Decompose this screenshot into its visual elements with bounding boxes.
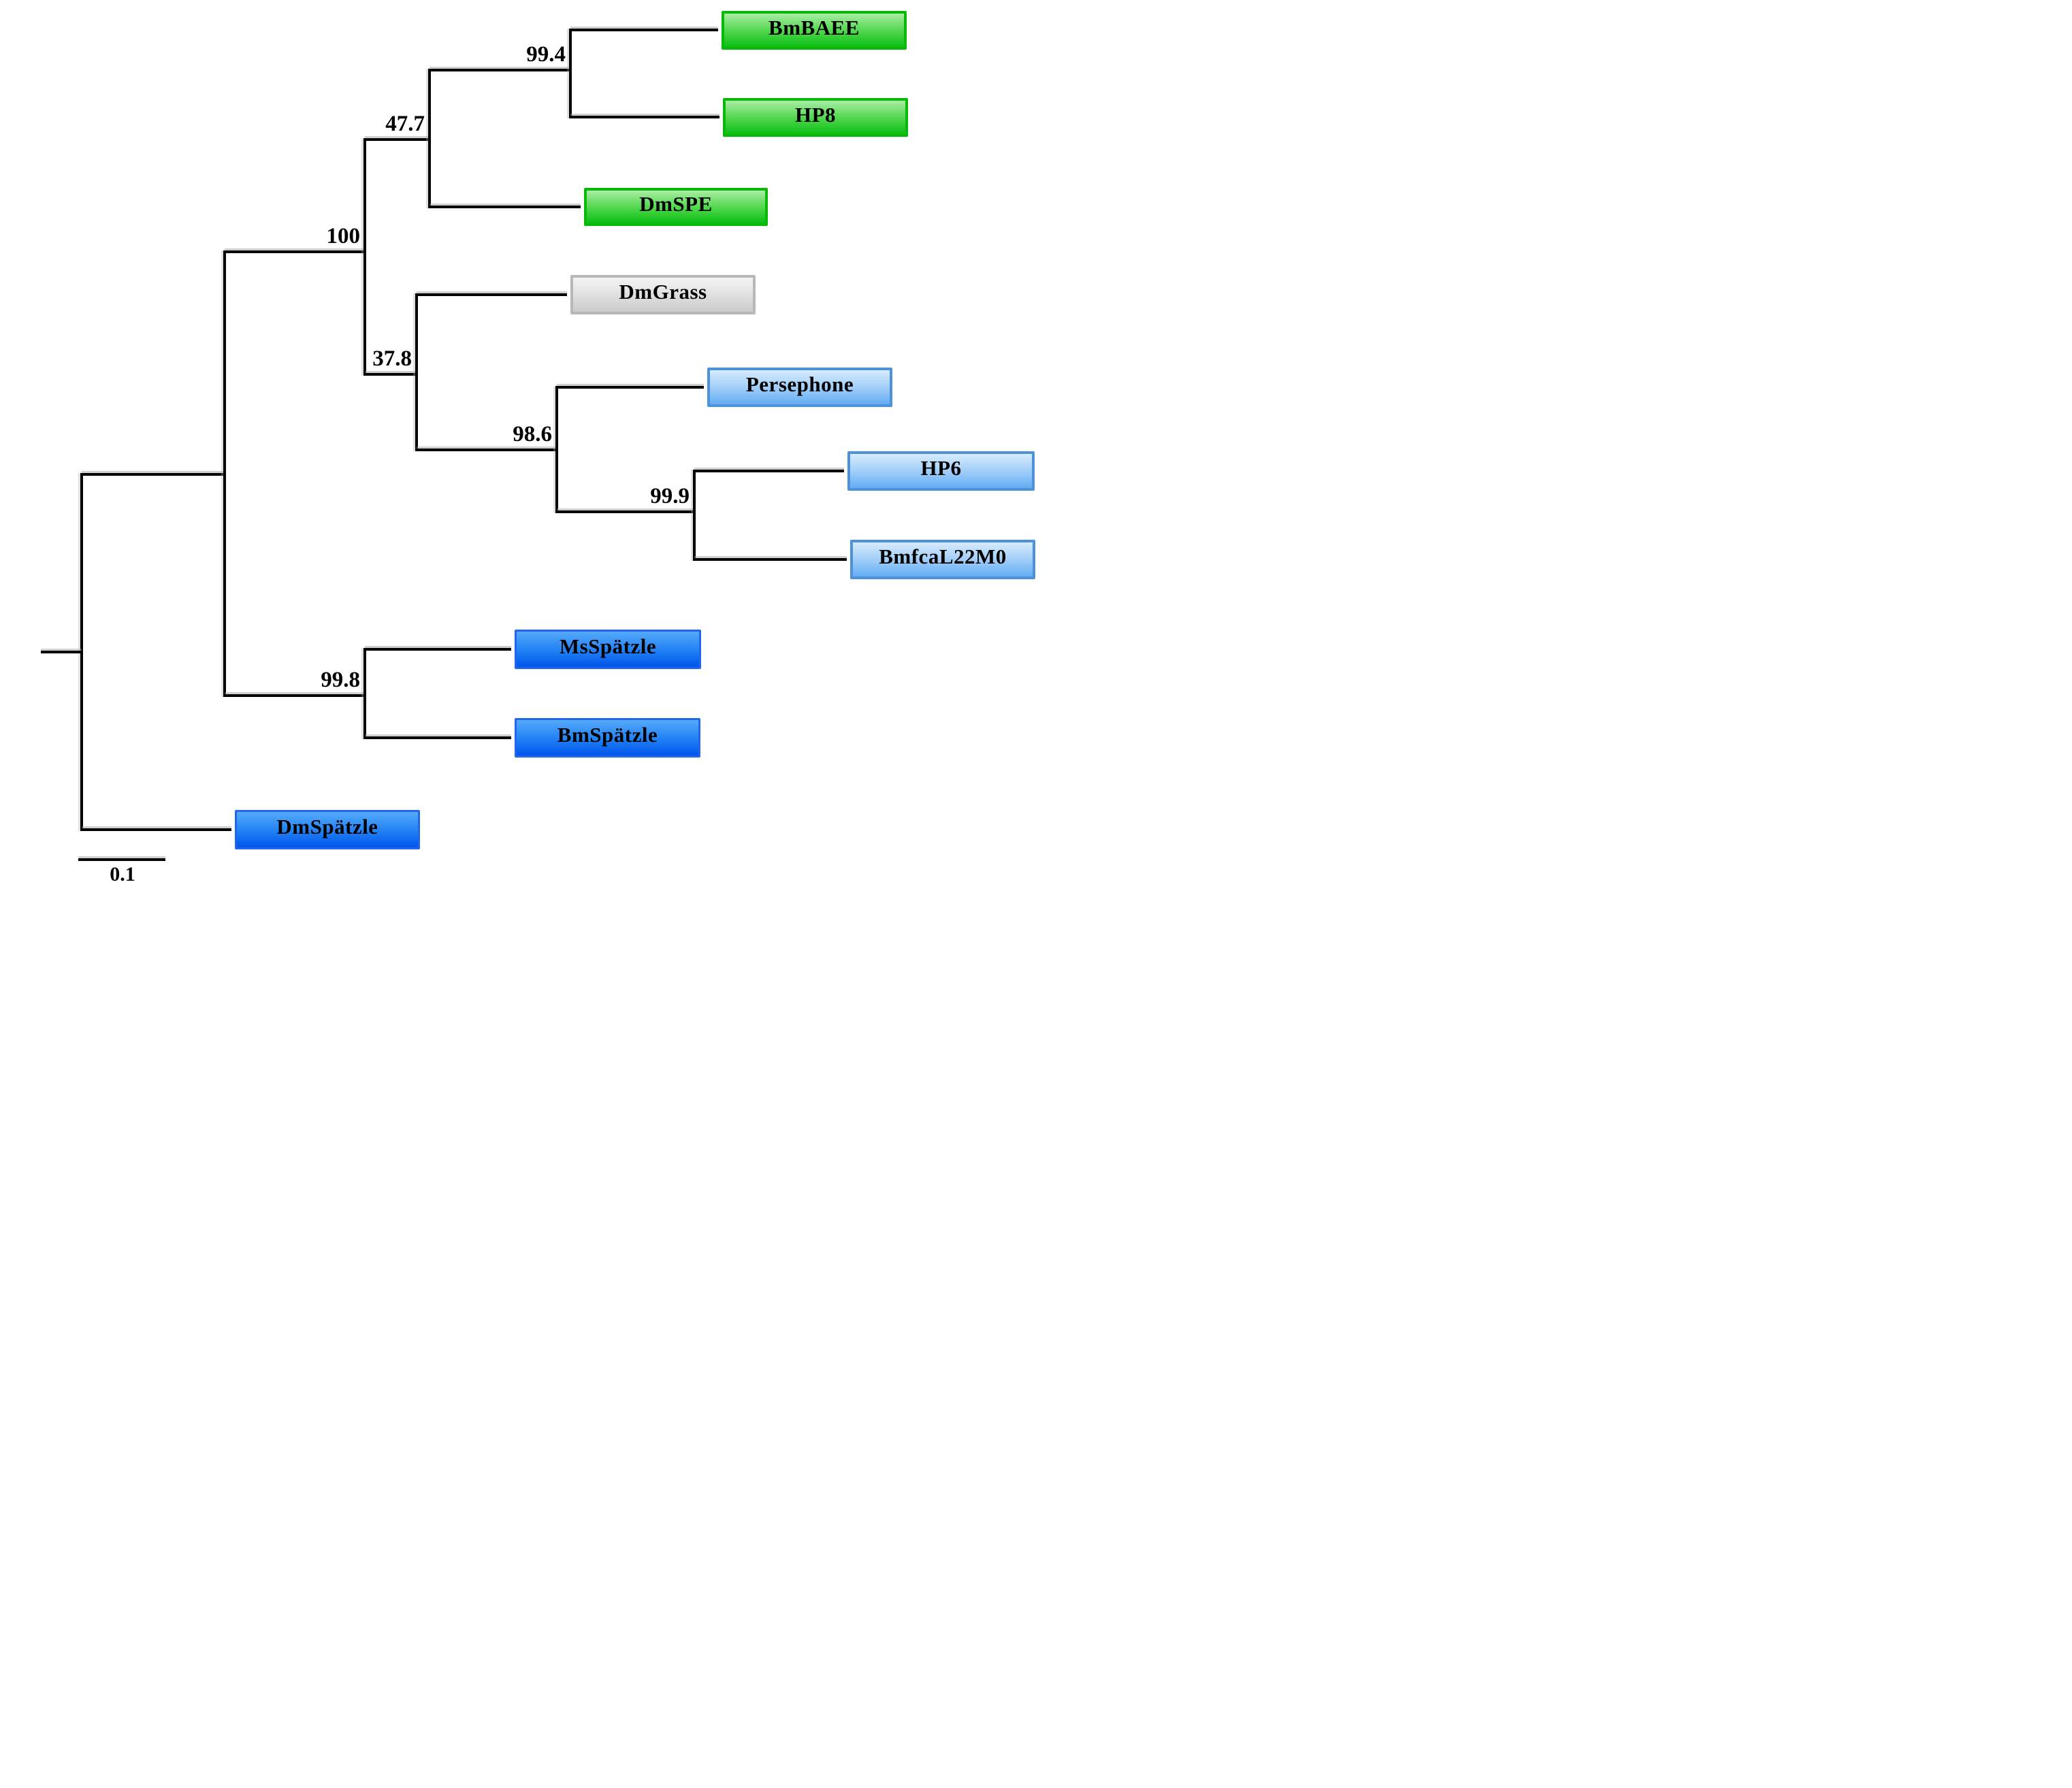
leaf-label-DmSpatzle: DmSpätzle xyxy=(276,815,378,839)
branch-node-99.8 xyxy=(225,694,365,697)
leaf-label-Persephone: Persephone xyxy=(745,372,854,396)
branch-DmSPE xyxy=(430,206,581,208)
connector-node-100 xyxy=(363,138,366,376)
leaf-box-HP8: HP8 xyxy=(723,98,908,137)
branch-DmGrass xyxy=(417,293,567,296)
leaf-box-DmGrass: DmGrass xyxy=(570,275,756,314)
branch-HP8 xyxy=(570,116,719,118)
leaf-label-BmSpatzle: BmSpätzle xyxy=(557,723,658,747)
support-label-99.9: 99.9 xyxy=(650,484,690,508)
root-stub xyxy=(41,651,82,653)
branch-node-47.7 xyxy=(365,138,430,141)
leaf-label-HP6: HP6 xyxy=(920,456,962,480)
leaf-box-Persephone: Persephone xyxy=(707,368,892,407)
connector-node-37.8 xyxy=(415,293,418,451)
branch-node-99.9 xyxy=(557,510,694,513)
leaf-label-HP8: HP8 xyxy=(794,102,837,127)
leaf-box-DmSpatzle: DmSpätzle xyxy=(235,810,420,849)
branch-BmfcaL22M0 xyxy=(694,558,847,561)
branch-Persephone xyxy=(557,386,704,389)
leaf-label-DmGrass: DmGrass xyxy=(619,280,707,304)
branch-node-37.8 xyxy=(365,373,417,376)
support-label-37.8: 37.8 xyxy=(372,346,412,371)
leaf-label-BmBAEE: BmBAEE xyxy=(768,15,860,39)
branch-MsSpatzle xyxy=(365,648,511,651)
branch-BmSpatzle xyxy=(365,736,511,739)
connector-node-99.8 xyxy=(363,648,366,739)
leaf-label-MsSpatzle: MsSpätzle xyxy=(559,634,657,658)
leaf-box-BmSpatzle: BmSpätzle xyxy=(515,718,700,758)
branch-DmSpatzle xyxy=(82,828,231,831)
branch-node-98.6 xyxy=(417,449,557,451)
scale-bar-label: 0.1 xyxy=(110,863,135,885)
support-label-47.7: 47.7 xyxy=(385,112,425,136)
connector-node-99.4 xyxy=(569,29,572,118)
branch-BmBAEE xyxy=(570,29,718,31)
support-label-99.4: 99.4 xyxy=(526,42,566,67)
leaf-label-BmfcaL22M0: BmfcaL22M0 xyxy=(879,544,1007,568)
support-label-99.8: 99.8 xyxy=(321,668,360,692)
branch-node-clade xyxy=(82,473,225,476)
leaf-box-MsSpatzle: MsSpätzle xyxy=(515,630,701,669)
leaf-box-HP6: HP6 xyxy=(847,451,1035,491)
leaf-box-BmBAEE: BmBAEE xyxy=(722,11,907,50)
branch-node-99.4 xyxy=(430,69,570,71)
leaf-box-DmSPE: DmSPE xyxy=(584,188,768,226)
branch-node-100 xyxy=(225,250,365,253)
connector-node-98.6 xyxy=(555,386,558,513)
connector-node-clade xyxy=(223,250,226,697)
support-label-98.6: 98.6 xyxy=(513,422,552,446)
connector-node-99.9 xyxy=(693,470,696,561)
branch-HP6 xyxy=(694,470,844,472)
connector-node-47.7 xyxy=(428,69,431,208)
support-label-100: 100 xyxy=(326,224,361,248)
scale-bar-line xyxy=(78,858,165,861)
leaf-label-DmSPE: DmSPE xyxy=(639,192,713,216)
root-connector xyxy=(80,473,83,831)
leaf-box-BmfcaL22M0: BmfcaL22M0 xyxy=(850,540,1035,579)
